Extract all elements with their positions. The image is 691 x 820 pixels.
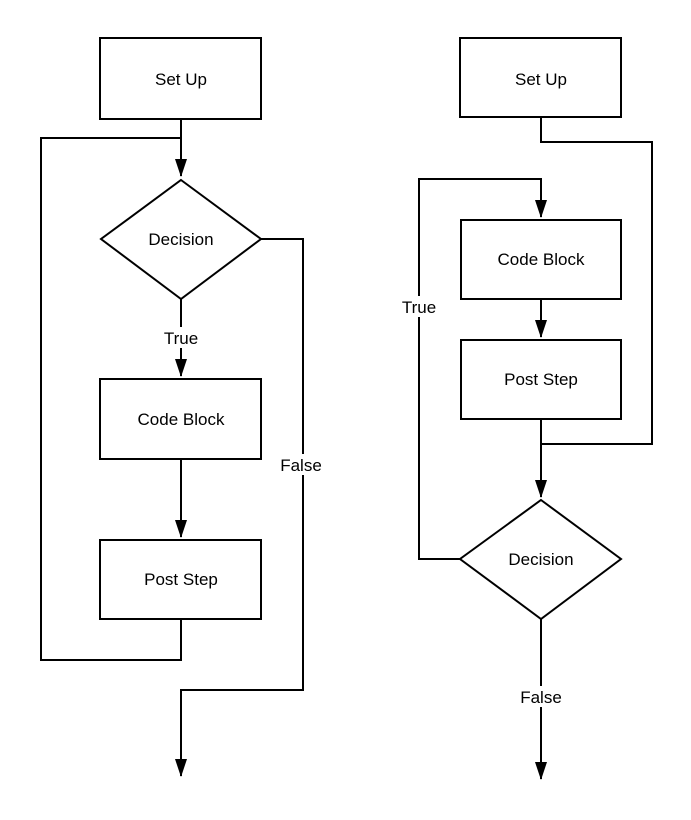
left-false-label-bg <box>277 454 326 475</box>
left-true-label: True <box>164 329 198 348</box>
left-connector-loopback <box>40 137 182 661</box>
left-code-block-box <box>99 378 262 460</box>
left-setup-label: Set Up <box>155 70 207 89</box>
left-connector-false-exit <box>175 238 304 777</box>
right-post-step-box <box>460 339 622 420</box>
left-code-block-label: Code Block <box>138 410 225 429</box>
left-post-step-box <box>99 539 262 620</box>
left-post-step-label: Post Step <box>144 570 218 589</box>
right-true-label: True <box>402 298 436 317</box>
right-post-step-label: Post Step <box>504 370 578 389</box>
left-false-label: False <box>280 456 322 475</box>
right-code-block-label: Code Block <box>498 250 585 269</box>
left-setup-box <box>99 37 262 120</box>
right-flowchart: True False Set Up Code Block Post Step D… <box>398 37 653 780</box>
right-setup-box <box>459 37 622 118</box>
right-true-label-bg <box>398 296 440 317</box>
right-decision-diamond <box>458 498 623 621</box>
right-false-label: False <box>520 688 562 707</box>
left-true-label-bg <box>160 327 202 348</box>
left-decision-diamond <box>99 178 263 301</box>
right-decision-label: Decision <box>508 550 573 569</box>
right-setup-label: Set Up <box>515 70 567 89</box>
left-flowchart: True False Set Up Decision Code Block Po… <box>40 37 326 777</box>
right-false-label-bg <box>517 686 566 707</box>
right-connector-setup-bypass <box>540 117 653 445</box>
right-code-block-box <box>460 219 622 300</box>
right-connector-true-loopback <box>418 178 547 560</box>
left-decision-label: Decision <box>148 230 213 249</box>
